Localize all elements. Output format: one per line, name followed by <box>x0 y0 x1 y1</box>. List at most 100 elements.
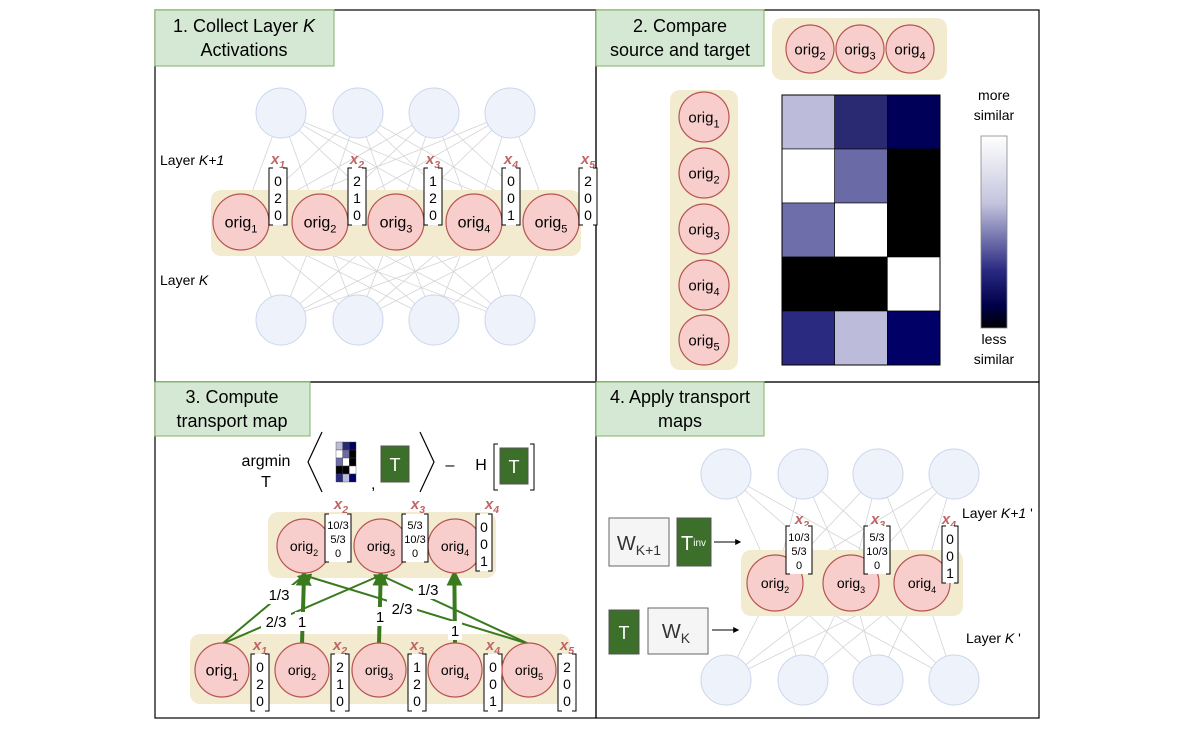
heatmap-cell <box>887 310 941 366</box>
ghost-neuron <box>700 448 752 500</box>
neuron-label: orig3 <box>367 538 395 558</box>
transport-weight: 1 <box>298 614 306 631</box>
ghost-neuron <box>255 294 307 346</box>
vector-bracket-left <box>423 167 428 226</box>
vector-bracket-right <box>886 525 891 575</box>
ghost-neuron <box>928 654 980 706</box>
vector-entry: 0 <box>429 207 437 223</box>
t-box-3 <box>608 609 640 655</box>
neuron-orig1 <box>678 91 730 143</box>
transport-weight: 1 <box>451 623 459 640</box>
vector-entry: 0 <box>335 548 341 560</box>
vector-entry: 2 <box>413 676 421 692</box>
neuron-orig2 <box>678 147 730 199</box>
activation-label: x3 <box>409 637 424 657</box>
right-angle-bracket <box>419 431 435 493</box>
vector-bracket-left <box>785 525 790 575</box>
heatmap-cell <box>834 202 888 258</box>
vector-bg <box>325 514 351 562</box>
neuron-label: orig1 <box>688 109 719 130</box>
mini-heatmap-cell <box>335 457 343 467</box>
transport-weight: 2/3 <box>392 601 413 618</box>
neuron-label: orig4 <box>894 41 925 62</box>
colorbar <box>980 135 1008 329</box>
t-box-3-label: T <box>619 623 630 643</box>
argmin-label: argmin <box>242 453 291 470</box>
panel-3-title-line2: transport map <box>176 411 287 431</box>
entropy-symbol: H <box>475 457 487 474</box>
neuron-label: orig2 <box>688 165 719 186</box>
panel-1-layer-bottom-label: Layer K <box>160 272 209 288</box>
activation-label: x1 <box>270 151 285 171</box>
ghost-neuron <box>332 294 384 346</box>
vector-entry: 0 <box>336 693 344 709</box>
vector-entry: 0 <box>946 548 954 564</box>
weight-bg <box>413 580 443 599</box>
vector-bracket-right <box>422 653 427 712</box>
heatmap-cell <box>887 202 941 258</box>
mini-heatmap-cell <box>349 441 357 451</box>
neuron-label: orig2 <box>288 662 316 682</box>
mini-heatmap-cell <box>349 457 357 467</box>
vector-entry: 1 <box>336 676 344 692</box>
neuron-label: orig3 <box>837 575 865 595</box>
transport-weight: 1/3 <box>269 587 290 604</box>
vector-entry: 0 <box>480 536 488 552</box>
neuron-orig3 <box>678 203 730 255</box>
mini-heatmap-cell <box>335 449 343 459</box>
objective-minus: – <box>446 457 455 474</box>
ghost-neuron <box>700 654 752 706</box>
neuron-orig4 <box>885 24 935 74</box>
vector-entry: 0 <box>480 519 488 535</box>
weight-bg <box>264 585 294 604</box>
vector-bg <box>502 168 520 225</box>
vector-entry: 2 <box>429 190 437 206</box>
vector-bg <box>864 526 890 574</box>
neuron-orig5 <box>501 642 557 698</box>
panel-4-layer-bottom-label: Layer K ' <box>966 630 1021 646</box>
ghost-neuron <box>408 87 460 139</box>
panel-4-title-box <box>595 381 765 437</box>
transport-arrow <box>221 574 383 645</box>
vector-entry: 2 <box>256 676 264 692</box>
vector-entry: 0 <box>274 207 282 223</box>
colorbar-top-line2: similar <box>974 107 1015 123</box>
ghost-neuron <box>332 87 384 139</box>
panel-1-title-line1: 1. Collect Layer K <box>173 16 316 36</box>
vector-entry: 10/3 <box>404 534 425 546</box>
vector-bg <box>269 168 287 225</box>
mini-heatmap-cell <box>342 449 350 459</box>
neuron-label: orig2 <box>304 215 337 236</box>
vector-bg <box>558 654 576 711</box>
heatmap-cell <box>834 148 888 204</box>
vector-entry: 1 <box>480 553 488 569</box>
transport-weight: 2/3 <box>266 614 287 631</box>
heatmap-cell <box>887 148 941 204</box>
neuron-label: orig1 <box>206 663 239 684</box>
vector-entry: 1 <box>429 173 437 189</box>
vector-bracket-left <box>863 525 868 575</box>
heatmap-cell <box>887 94 941 150</box>
t-box-2 <box>499 447 529 485</box>
ghost-neuron <box>777 448 829 500</box>
panel-1-title-line2: Activations <box>200 40 287 60</box>
ghost-neuron <box>484 87 536 139</box>
panel-3-neurons: orig2x2orig3x3orig4x410/35/305/310/30001… <box>194 496 577 712</box>
ghost-neuron <box>255 87 307 139</box>
vector-bracket-right <box>283 167 288 226</box>
vector-entry: 0 <box>874 560 880 572</box>
neuron-label: orig2 <box>794 41 825 62</box>
vector-entry: 5/3 <box>791 546 806 558</box>
ghost-neuron <box>928 448 980 500</box>
entropy-bracket-left <box>493 443 498 491</box>
activation-label: x4 <box>484 496 499 516</box>
argmin-var: T <box>261 474 271 491</box>
panel-1-layer-top-label: Layer K+1 <box>160 152 224 168</box>
vector-bracket-right <box>347 513 352 563</box>
heatmap-cell <box>781 94 835 150</box>
neuron-label: orig3 <box>380 215 413 236</box>
vector-bracket-right <box>808 525 813 575</box>
vector-bracket-left <box>401 513 406 563</box>
activation-label: x2 <box>333 496 348 516</box>
